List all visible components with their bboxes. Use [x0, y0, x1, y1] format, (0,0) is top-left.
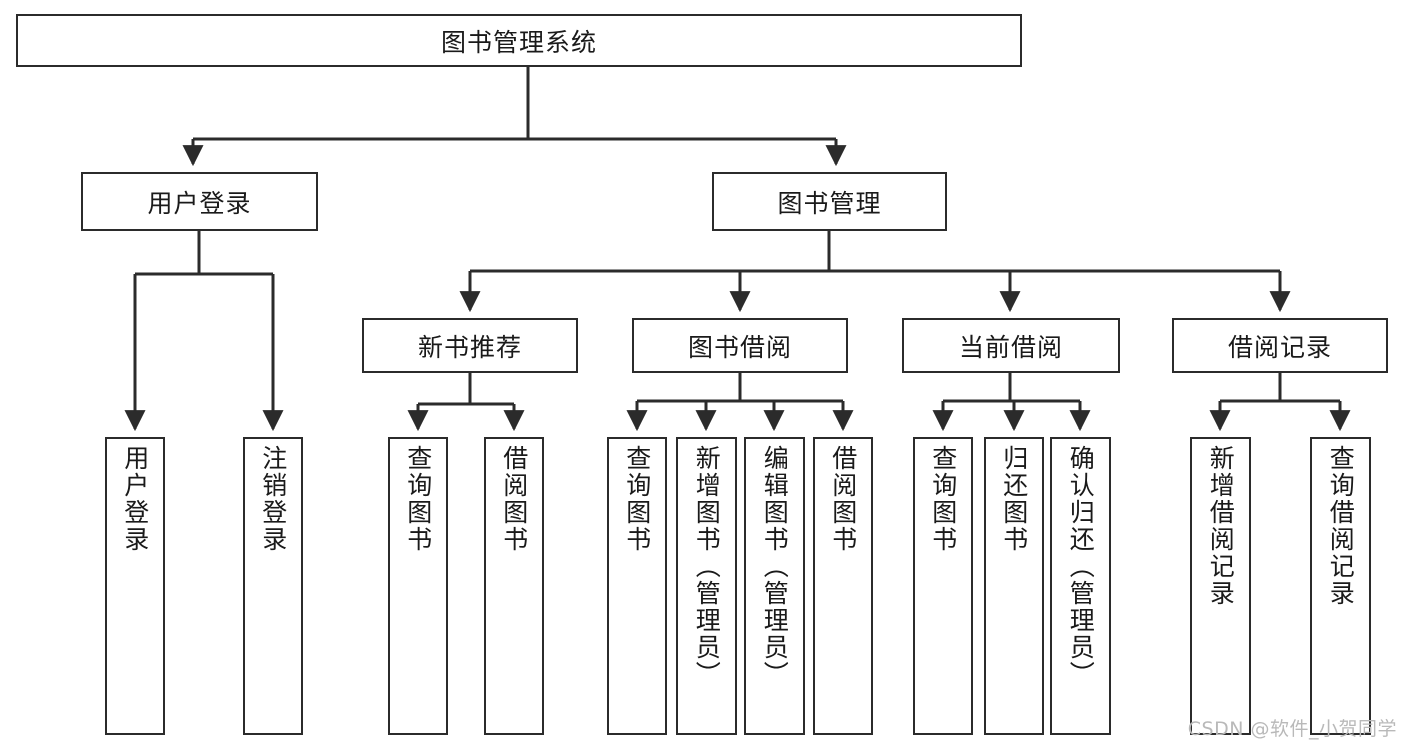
node-borrowing-records[interactable]: 借阅记录	[1172, 318, 1388, 373]
leaf-borrow-books-borrow[interactable]: 借阅图书	[813, 437, 873, 735]
node-book-borrowing-label: 图书借阅	[687, 332, 792, 362]
leaf-confirm-return-admin-label: 确认归还（管理员）	[1066, 445, 1096, 688]
leaf-borrow-books-borrow-label: 借阅图书	[828, 445, 858, 553]
leaf-add-book-admin-label: 新增图书（管理员）	[692, 445, 722, 688]
node-user-login[interactable]: 用户登录	[81, 172, 318, 231]
node-root-label: 图书管理系统	[440, 27, 597, 57]
node-new-book-recommendation[interactable]: 新书推荐	[362, 318, 578, 373]
node-book-management[interactable]: 图书管理	[712, 172, 947, 231]
leaf-query-books-borrow[interactable]: 查询图书	[607, 437, 667, 735]
node-book-borrowing[interactable]: 图书借阅	[632, 318, 848, 373]
leaf-edit-book-admin[interactable]: 编辑图书（管理员）	[744, 437, 805, 735]
node-current-borrowing-label: 当前借阅	[958, 332, 1063, 362]
leaf-confirm-return-admin[interactable]: 确认归还（管理员）	[1050, 437, 1111, 735]
leaf-logout-label: 注销登录	[258, 445, 288, 553]
leaf-query-borrow-record-label: 查询借阅记录	[1326, 445, 1356, 607]
leaf-add-borrow-record-label: 新增借阅记录	[1206, 445, 1236, 607]
leaf-query-borrow-record[interactable]: 查询借阅记录	[1310, 437, 1371, 735]
leaf-user-login-label: 用户登录	[120, 445, 150, 553]
leaf-borrow-books-new[interactable]: 借阅图书	[484, 437, 544, 735]
leaf-edit-book-admin-label: 编辑图书（管理员）	[760, 445, 790, 688]
node-new-book-recommendation-label: 新书推荐	[417, 332, 522, 362]
leaf-return-books-label: 归还图书	[999, 445, 1029, 553]
leaf-user-login[interactable]: 用户登录	[105, 437, 165, 735]
node-user-login-label: 用户登录	[147, 188, 252, 218]
leaf-logout[interactable]: 注销登录	[243, 437, 303, 735]
leaf-query-books-current[interactable]: 查询图书	[913, 437, 973, 735]
leaf-query-books-new-label: 查询图书	[403, 445, 433, 553]
node-current-borrowing[interactable]: 当前借阅	[902, 318, 1120, 373]
node-root[interactable]: 图书管理系统	[16, 14, 1022, 67]
leaf-borrow-books-new-label: 借阅图书	[499, 445, 529, 553]
node-borrowing-records-label: 借阅记录	[1227, 332, 1332, 362]
leaf-query-books-new[interactable]: 查询图书	[388, 437, 448, 735]
leaf-query-books-borrow-label: 查询图书	[622, 445, 652, 553]
leaf-query-books-current-label: 查询图书	[928, 445, 958, 553]
leaf-return-books[interactable]: 归还图书	[984, 437, 1044, 735]
leaf-add-borrow-record[interactable]: 新增借阅记录	[1190, 437, 1251, 735]
csdn-watermark: CSDN @软件_小贺同学	[1187, 718, 1397, 740]
node-book-management-label: 图书管理	[777, 188, 882, 218]
leaf-add-book-admin[interactable]: 新增图书（管理员）	[676, 437, 737, 735]
